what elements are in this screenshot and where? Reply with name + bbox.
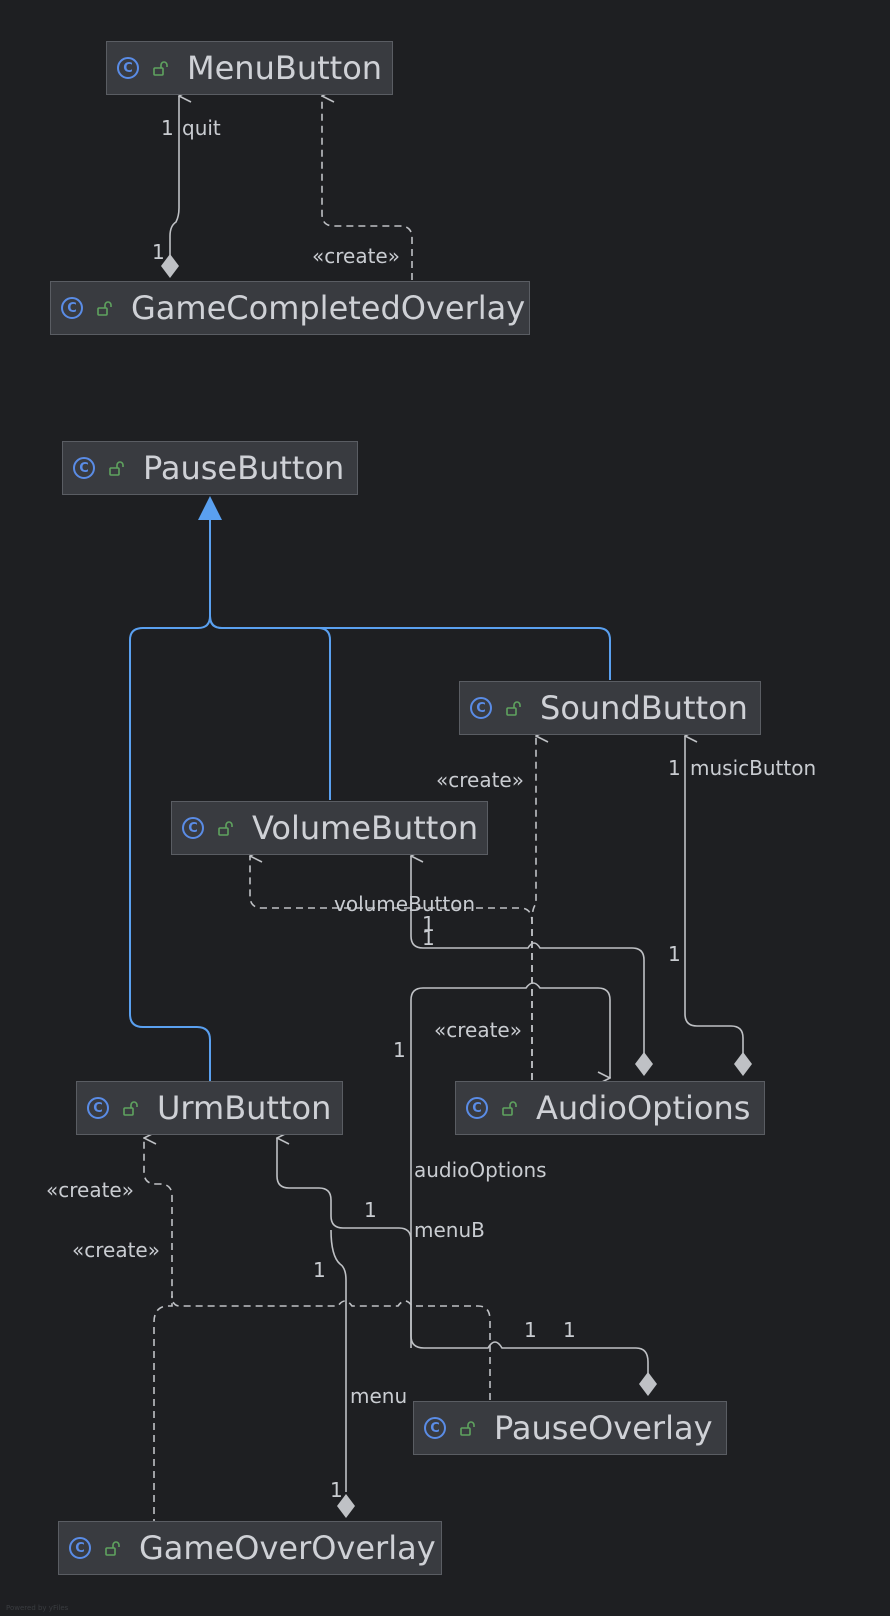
node-gamecompletedoverlay[interactable]: C GameCompletedOverlay (50, 281, 530, 335)
public-unlock-icon (153, 61, 168, 76)
label-quit-multiplicity: 1 (161, 116, 174, 140)
node-soundbutton[interactable]: C SoundButton (459, 681, 761, 735)
node-label: AudioOptions (536, 1089, 751, 1127)
node-label: SoundButton (540, 689, 748, 727)
node-label: GameCompletedOverlay (131, 289, 526, 327)
node-audiooptions[interactable]: C AudioOptions (455, 1081, 765, 1135)
label-ao-create-volume: «create» (434, 1018, 522, 1042)
public-unlock-icon (218, 821, 233, 836)
label-menu-multiplicity-bottom: 1 (330, 1478, 343, 1502)
label-gco-create: «create» (312, 244, 400, 268)
label-audio-options-multiplicity: 1 (393, 1038, 406, 1062)
node-pausebutton[interactable]: C PauseButton (62, 441, 358, 495)
edge-volumebutton-pausebutton (209, 615, 331, 800)
class-icon: C (87, 1097, 109, 1119)
public-unlock-icon (460, 1421, 475, 1436)
label-music-multiplicity-bottom: 1 (668, 942, 681, 966)
node-urmbutton[interactable]: C UrmButton (76, 1081, 343, 1135)
class-icon: C (61, 297, 83, 319)
composition-diamonds (161, 254, 752, 1518)
node-pauseoverlay[interactable]: C PauseOverlay (413, 1401, 727, 1455)
node-label: VolumeButton (252, 809, 479, 847)
association-edges (144, 96, 744, 1526)
node-label: GameOverOverlay (139, 1529, 436, 1567)
public-unlock-icon (123, 1101, 138, 1116)
label-pauseoverlay-multiplicity-b: 1 (563, 1318, 576, 1342)
edge-gameover-urmbutton-create (144, 1138, 173, 1526)
node-label: UrmButton (157, 1089, 332, 1127)
class-icon: C (424, 1417, 446, 1439)
class-icon: C (73, 457, 95, 479)
node-menubutton[interactable]: C MenuButton (106, 41, 393, 95)
label-volume-multiplicity-b: 1 (422, 926, 435, 950)
edge-pauseoverlay-audiooptions (410, 982, 649, 1384)
watermark: Powered by yFiles (6, 1604, 69, 1612)
edge-soundbutton-pausebutton (209, 615, 611, 680)
diamond-pauseoverlay-audio (639, 1372, 657, 1396)
public-unlock-icon (109, 461, 124, 476)
label-pauseoverlay-multiplicity-a: 1 (524, 1318, 537, 1342)
label-volume-multiplicity-a: 1 (422, 912, 435, 936)
public-unlock-icon (506, 701, 521, 716)
label-ao-create-sound: «create» (436, 768, 524, 792)
edge-audiooptions-soundbutton-music (685, 736, 744, 1066)
label-goo-create-b: «create» (72, 1238, 160, 1262)
class-icon: C (182, 817, 204, 839)
edge-pauseoverlay-urmbutton-create (171, 1295, 491, 1400)
class-icon: C (466, 1097, 488, 1119)
node-label: PauseOverlay (494, 1409, 713, 1447)
label-volume-button-role: volumeButton (334, 892, 476, 916)
label-audio-options-role: audioOptions (414, 1158, 547, 1182)
node-label: PauseButton (143, 449, 345, 487)
label-quit-role: quit (182, 116, 221, 140)
diamond-gco-quit (161, 254, 179, 278)
edge-gco-menubutton-quit (169, 96, 179, 262)
edge-gameover-urmbutton-menu (330, 1229, 347, 1492)
label-goo-create-a: «create» (46, 1178, 134, 1202)
diamond-audiooptions-music (734, 1052, 752, 1076)
node-gameoveroverlay[interactable]: C GameOverOverlay (58, 1521, 442, 1575)
label-menu-role: menu (350, 1384, 408, 1408)
label-gco-multiplicity: 1 (152, 240, 165, 264)
node-label: MenuButton (187, 49, 383, 87)
public-unlock-icon (97, 301, 112, 316)
label-menub-role: menuB (414, 1218, 485, 1242)
edge-audiooptions-soundbutton-create (531, 736, 536, 1080)
edge-pauseoverlay-urmbutton-menub (277, 1138, 412, 1348)
inheritance-edges (129, 520, 611, 1082)
label-menub-multiplicity: 1 (364, 1198, 377, 1222)
public-unlock-icon (105, 1541, 120, 1556)
inheritance-arrowhead (198, 496, 222, 520)
edge-audiooptions-volumebutton-create (250, 856, 533, 1080)
diamond-gameover-menu (337, 1494, 355, 1518)
edge-audiooptions-volumebutton-assoc (411, 856, 645, 1066)
label-music-multiplicity-top: 1 (668, 756, 681, 780)
class-icon: C (117, 57, 139, 79)
node-volumebutton[interactable]: C VolumeButton (171, 801, 488, 855)
class-icon: C (470, 697, 492, 719)
class-icon: C (69, 1537, 91, 1559)
public-unlock-icon (502, 1101, 517, 1116)
diamond-audiooptions-volume (635, 1052, 653, 1076)
label-menu-multiplicity-top: 1 (313, 1258, 326, 1282)
edge-urmbutton-pausebutton (129, 615, 211, 1082)
label-music-button-role: musicButton (690, 756, 817, 780)
